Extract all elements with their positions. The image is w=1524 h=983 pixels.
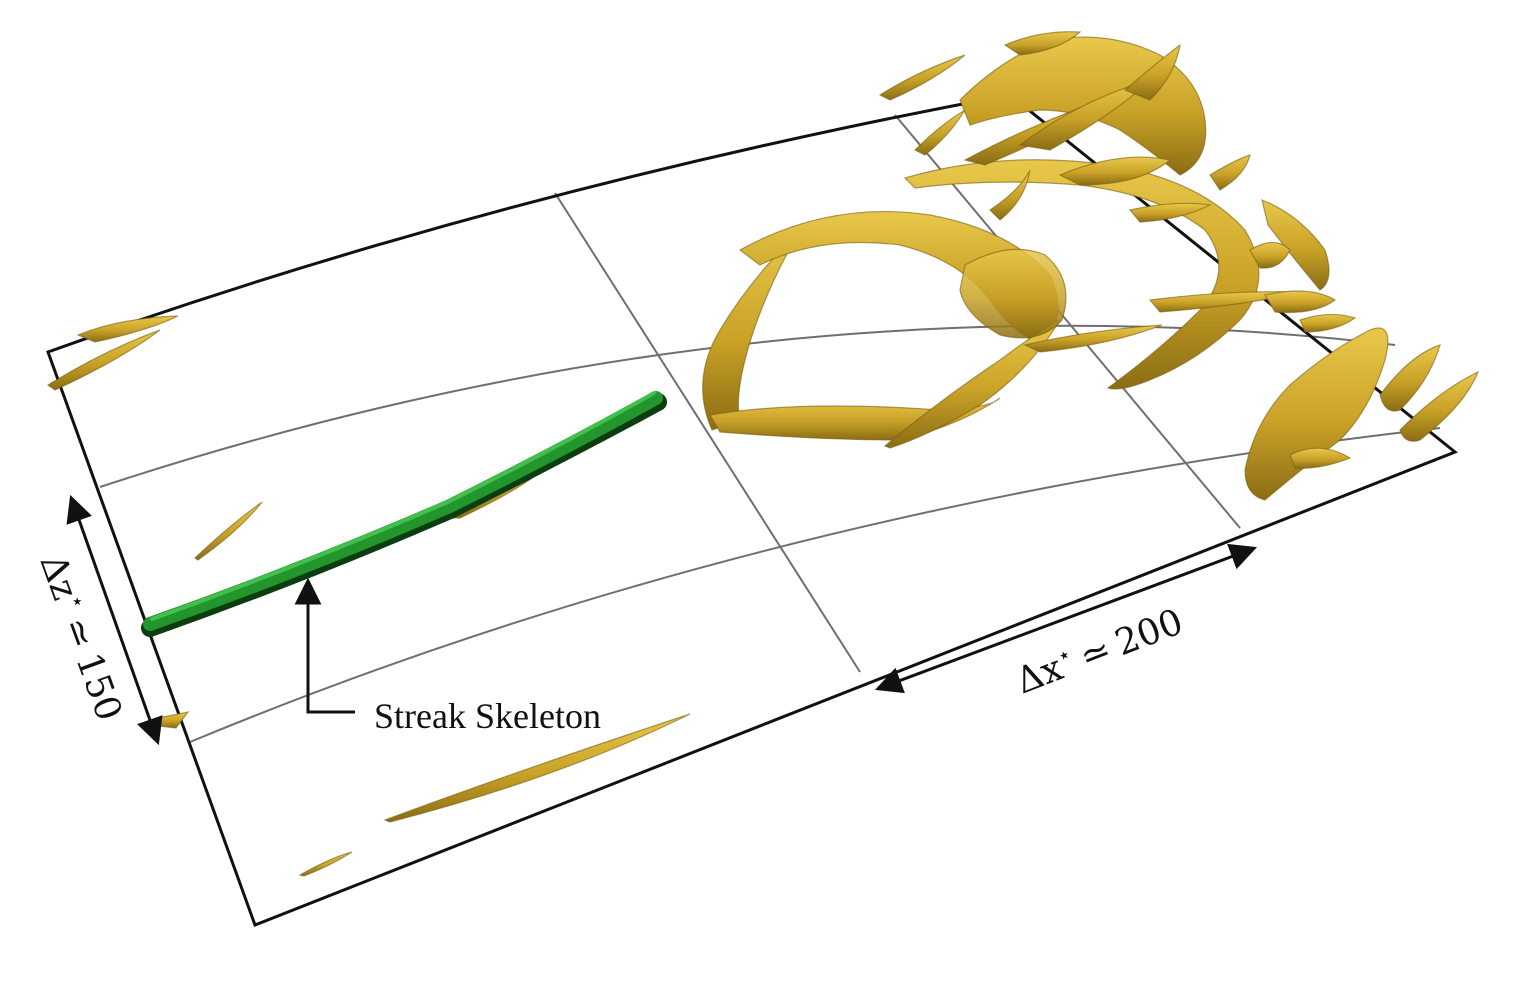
vortex-cluster	[1128, 202, 1212, 223]
hairpin-vortex-head	[903, 159, 1260, 390]
vortex-cluster	[1289, 447, 1352, 469]
vortex-cluster	[878, 54, 966, 101]
svg-text:Δz⋆≃150: Δz⋆≃150	[32, 549, 131, 727]
streak-tube-highlight	[150, 391, 656, 621]
delta-x-arrow	[874, 543, 1258, 694]
delta-z-relation: ≃	[54, 612, 103, 654]
hairpin-vortex-leg	[989, 169, 1031, 221]
vortex-fragment	[46, 329, 161, 391]
vortex-fragment	[76, 315, 179, 343]
vortex-fragment	[194, 501, 263, 561]
hairpin-vortex-core	[959, 248, 1067, 339]
delta-x-value: 200	[1110, 601, 1189, 664]
vortex-cluster	[1209, 154, 1251, 191]
vortex-cluster	[1399, 370, 1480, 442]
grid-line-spanwise-1	[554, 192, 861, 673]
vortex-cluster	[1003, 31, 1082, 56]
vortex-cluster	[1244, 327, 1389, 501]
vortex-cluster	[913, 109, 966, 156]
streak-skeleton-label: Streak Skeleton	[374, 696, 601, 736]
hairpin-vortex-tail	[1023, 324, 1163, 353]
domain-frame	[46, 93, 1458, 927]
domain-grid	[46, 93, 1458, 927]
grid-line-streamwise-2	[189, 427, 1441, 743]
streak-tube-body	[143, 391, 663, 631]
delta-z-arrow	[66, 494, 163, 746]
vortex-structures	[46, 31, 1480, 877]
vortex-fragment	[383, 713, 691, 823]
vortex-cluster	[1058, 156, 1172, 186]
delta-z-label: Δz⋆≃150	[32, 549, 131, 727]
hairpin-vortex-leg	[702, 229, 801, 431]
streak-skeleton-tube	[141, 391, 667, 637]
vortex-cluster	[1123, 43, 1181, 101]
delta-x-relation: ≃	[1074, 629, 1117, 678]
annotations: Streak Skeleton Δz⋆≃150 Δx⋆≃200	[32, 494, 1258, 746]
vortex-cluster	[1249, 241, 1291, 269]
vortex-cluster	[1264, 290, 1337, 314]
delta-z-value: 150	[67, 648, 129, 727]
hairpin-vortex-leg	[883, 318, 1062, 449]
vortex-cluster	[1379, 344, 1441, 412]
streak-skeleton-pointer	[294, 577, 355, 714]
vortex-cluster	[1299, 313, 1357, 333]
vortex-fragment	[298, 851, 353, 877]
